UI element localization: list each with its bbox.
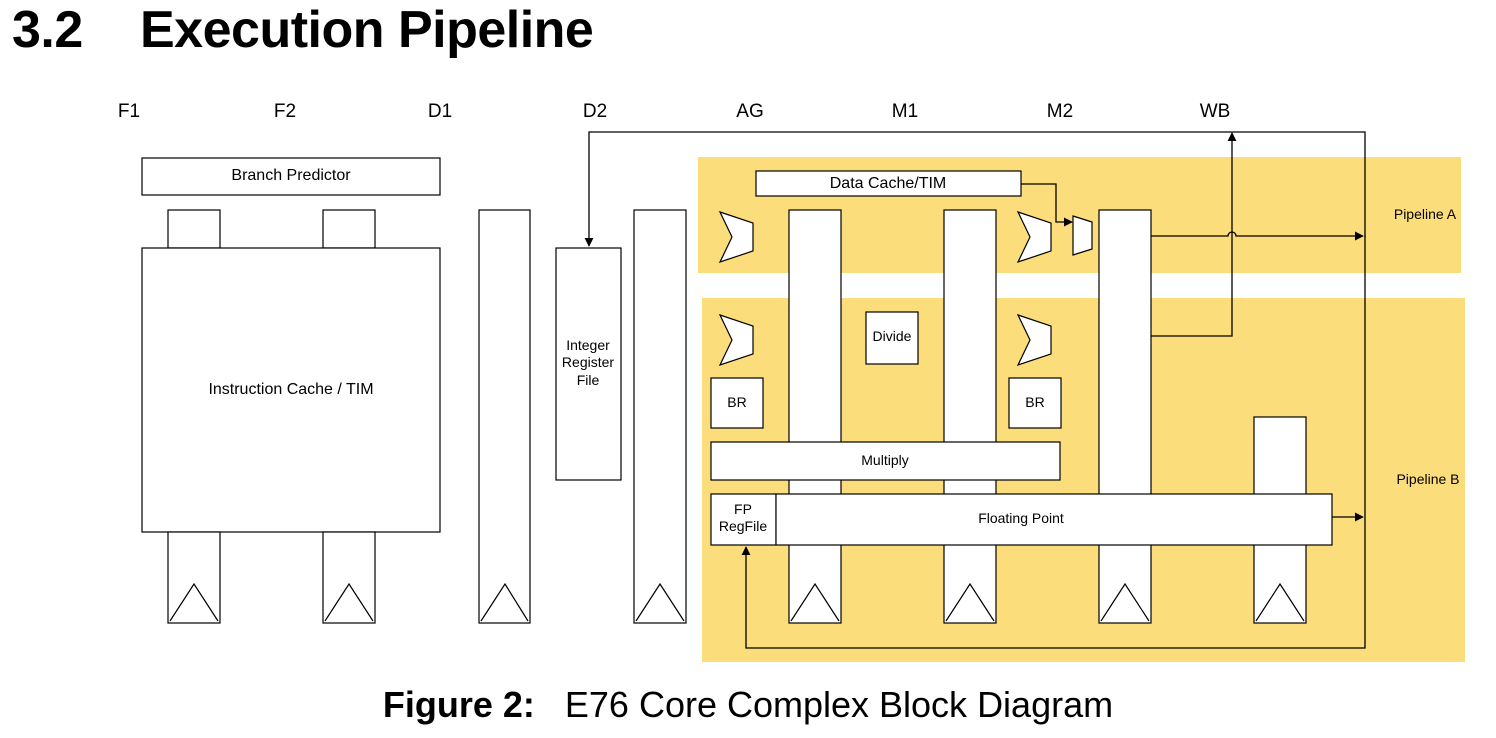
stage-label-m1: M1 [892,101,918,122]
figure-caption-text: E76 Core Complex Block Diagram [564,684,1114,725]
data-cache-label: Data Cache/TIM [830,175,946,192]
alu-ag-pipeline-a [718,210,754,264]
data-cache-block [755,170,1022,197]
alu-ag-pipeline-b [718,313,754,367]
clock-triangle-f2 [324,582,374,622]
f1-output-register [167,531,221,624]
fp-regfile-label-line1: FP [734,501,752,517]
d1-stage-register [478,209,531,624]
br-left-label: BR [727,394,746,410]
integer-register-file-label-line2: Register [562,354,614,370]
stage-label-d1: D1 [428,101,452,122]
section-title: Execution Pipeline [140,1,594,59]
writeback-bus-to-register-file [584,131,1366,247]
branch-unit-ag [710,377,764,429]
alu-m2-pipeline-b [1016,313,1052,367]
stage-label-f2: F2 [274,101,296,122]
fp-regfile-label-line2: RegFile [719,518,767,534]
pipeline-b-label: Pipeline B [1396,471,1459,487]
wb-stage-register [1098,209,1152,624]
integer-register-file-block [555,247,622,481]
clock-triangle-d1 [480,582,529,622]
clock-triangle-m1 [945,582,995,622]
branch-predictor-label: Branch Predictor [231,167,351,184]
d2-stage-register [633,209,687,624]
integer-register-file-label-line1: Integer [566,337,610,353]
figure-label: Figure 2: [382,684,535,725]
multiply-block [710,441,1061,481]
branch-predictor-block [141,157,441,196]
clock-triangle-ag [790,582,840,622]
f2-fetch-latch [322,209,376,249]
pipeline-b-to-wb-wire [1151,132,1237,337]
mux-pipeline-a [1072,215,1093,256]
alu-m2-pipeline-a [1016,210,1052,264]
section-heading: 3.2 Execution Pipeline [12,0,594,60]
pipeline-a-label: Pipeline A [1394,206,1457,222]
section-number: 3.2 [12,1,83,59]
data-cache-to-mux-wire [1021,183,1073,227]
floating-point-block [775,493,1333,546]
clock-triangle-f1 [169,582,219,622]
f2-output-register [322,531,376,624]
f1-fetch-latch [167,209,221,249]
multiply-label: Multiply [861,452,908,468]
floating-point-label: Floating Point [978,510,1064,526]
clock-triangle-fp [1255,582,1305,622]
ag-stage-register [788,209,842,624]
branch-unit-m2 [1008,377,1062,429]
clock-triangle-d2 [635,582,685,622]
stage-label-wb: WB [1200,101,1231,122]
fp-regfile-block [710,493,777,546]
stage-label-ag: AG [736,101,763,122]
fp-writeback-loop-wire [741,517,1366,649]
stage-label-m2: M2 [1047,101,1073,122]
figure-caption: Figure 2: E76 Core Complex Block Diagram [0,684,1496,726]
instruction-cache-block [141,247,441,533]
instruction-cache-label: Instruction Cache / TIM [208,381,373,398]
integer-register-file-label-line3: File [577,372,600,388]
divide-block [865,311,919,365]
m1-stage-register [943,209,997,624]
divide-label: Divide [873,328,912,344]
stage-label-d2: D2 [583,101,607,122]
br-right-label: BR [1025,394,1044,410]
clock-triangle-wb [1100,582,1150,622]
stage-label-f1: F1 [118,101,140,122]
